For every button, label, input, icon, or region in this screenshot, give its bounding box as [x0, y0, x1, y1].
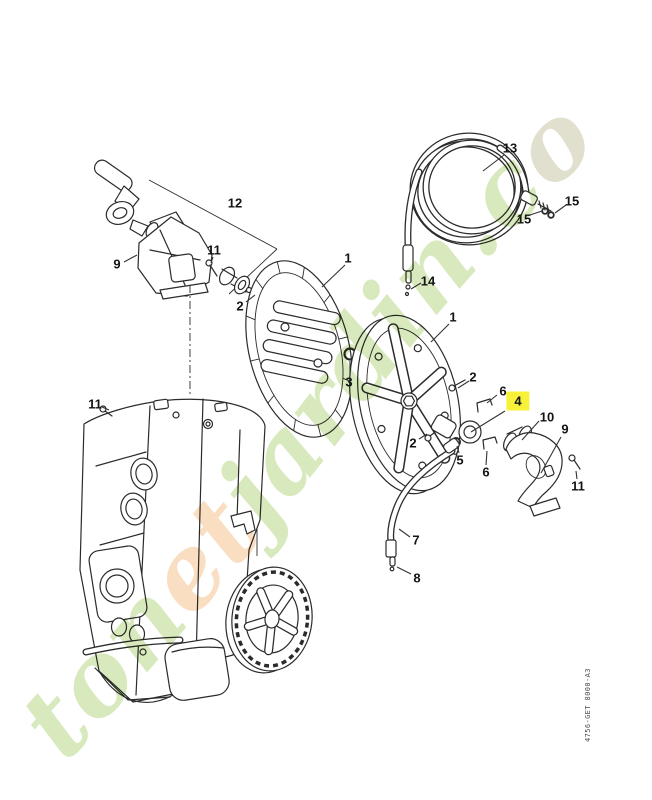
part-label-4: 4: [506, 391, 530, 411]
pressure-washer-body: [79, 398, 266, 703]
part-label-3: 3: [345, 374, 353, 390]
seal-ring-15: [541, 207, 549, 215]
part-label-2: 2: [236, 298, 244, 314]
part-label-11: 11: [88, 396, 102, 412]
part-label-15: 15: [564, 193, 580, 209]
part-label-2: 2: [409, 435, 417, 451]
part-label-8: 8: [413, 570, 421, 586]
seal-ring-15: [547, 211, 555, 219]
wheel: [225, 566, 313, 674]
part-label-1: 1: [449, 309, 457, 325]
crank-handle-assembly: [93, 159, 187, 242]
part-label-1: 1: [344, 250, 352, 266]
part-label-6: 6: [499, 383, 507, 399]
part-label-7: 7: [412, 532, 420, 548]
part-label-9: 9: [113, 256, 121, 272]
reel-mount-bracket-9: [137, 216, 213, 300]
coiled-hose: [402, 132, 555, 297]
part-label-11: 11: [207, 242, 221, 258]
part-label-9: 9: [561, 421, 569, 437]
outer-reel-disc: [349, 314, 461, 495]
part-label-12: 12: [227, 195, 243, 211]
part-label-15: 15: [516, 211, 532, 227]
part-label-6: 6: [482, 464, 490, 480]
part-label-14: 14: [420, 273, 436, 289]
inner-reel-disc: [245, 260, 353, 438]
part-label-13: 13: [502, 140, 518, 156]
curved-hose: [385, 437, 460, 572]
part-label-11: 11: [571, 478, 585, 494]
clip-6: [482, 436, 498, 450]
part-label-5: 5: [456, 452, 464, 468]
part-label-2: 2: [469, 369, 477, 385]
part-label-10: 10: [539, 409, 555, 425]
